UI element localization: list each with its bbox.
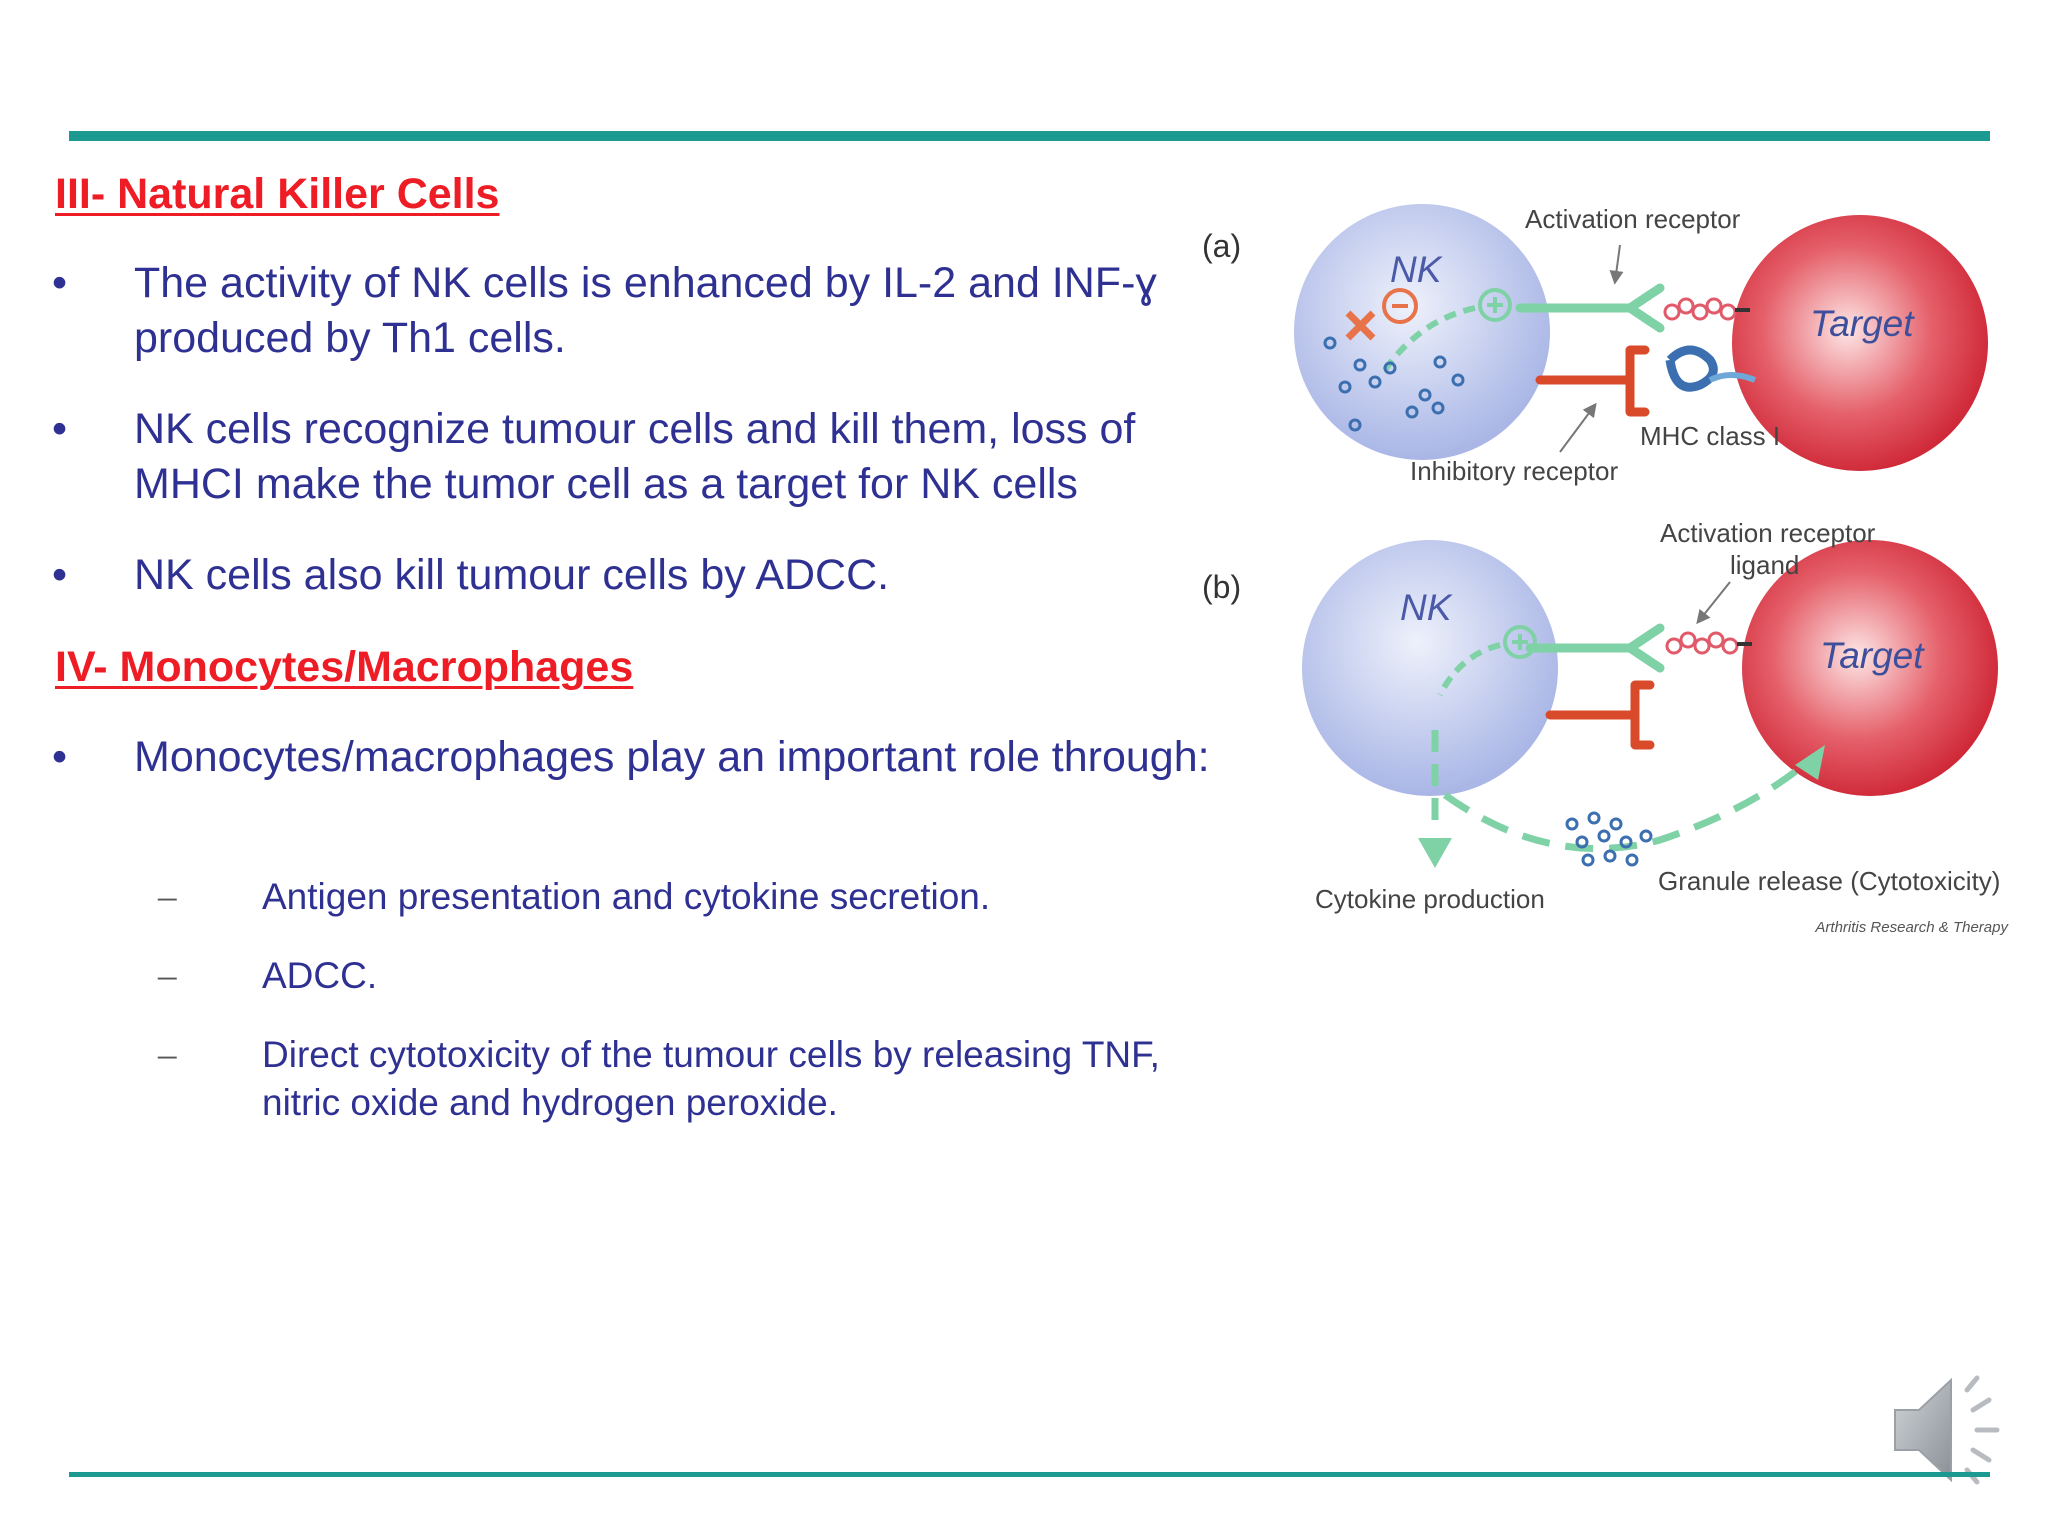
dash-glyph: – [158,1034,177,1075]
panel-b-target-cell [1742,540,1998,796]
granule-path [1442,757,1813,852]
panel-b-activation-receptor-shape [1525,623,1752,673]
plus-sign-icon [1503,625,1537,659]
nk-cell-diagram: (a) NK Target Activation receptor Inhibi… [1202,204,2009,936]
figure-credit: Arthritis Research & Therapy [1814,919,2009,936]
block-cross [1345,310,1376,341]
speaker-icon[interactable] [1885,1370,2015,1490]
section-heading-nk: III- Natural Killer Cells [55,170,500,218]
panel-a-inhibitory-receptor-shape [1535,345,1757,417]
dash-glyph: – [158,876,177,917]
panel-b-target-label: Target [1820,635,1925,676]
plus-sign-icon [1478,288,1512,322]
panel-a-target-label: Target [1810,303,1915,344]
panel-a-target-cell [1732,215,1988,471]
panel-b-nk-cell [1302,540,1558,796]
granule-arrow-head [1795,745,1825,780]
panel-b-nk-label: NK [1400,587,1454,628]
panel-b-activation-ligand-label-line1: Activation receptor [1660,518,1876,548]
panel-a-activation-arrow [1382,305,1476,372]
panel-b-inhibitory-receptor-shape [1545,680,1655,750]
bullet-glyph: • [52,551,68,599]
top-rule [69,131,1990,141]
panel-a-nk-cell [1294,204,1550,460]
dash-glyph: – [158,955,177,996]
section-heading-monocytes: IV- Monocytes/Macrophages [55,643,634,691]
panel-a-activation-label: Activation receptor [1525,204,1741,234]
panel-a-granules [1323,336,1465,432]
minus-sign-icon [1382,288,1418,324]
sub-item-text: Direct cytotoxicity of the tumour cells … [262,1034,1160,1123]
cytokine-label: Cytokine production [1315,884,1545,914]
panel-a-activation-receptor-shape [1515,283,1750,333]
panel-b-activation-arrow [1437,642,1501,697]
bullet-glyph: • [52,405,68,453]
bullet-text: NK cells also kill tumour cells by ADCC. [134,551,890,599]
granule-label: Granule release (Cytotoxicity) [1658,866,2000,896]
panel-a-label: (a) [1202,228,1241,264]
panel-b-granules [1565,811,1653,867]
bullet-glyph: • [52,259,68,307]
cytokine-arrow-head [1418,838,1452,868]
panel-a-mhc-label: MHC class I [1640,421,1780,451]
bullet-text: NK cells recognize tumour cells and kill… [134,405,1136,508]
panel-b-activation-ligand-label-line2: ligand [1730,550,1799,580]
bullet-glyph: • [52,733,68,781]
panel-b-label: (b) [1202,569,1241,605]
bullet-text: The activity of NK cells is enhanced by … [134,259,1157,362]
panel-a-inhibitory-label: Inhibitory receptor [1410,456,1618,486]
sub-item-text: ADCC. [262,955,378,996]
panel-a-nk-label: NK [1390,249,1444,290]
sub-item-text: Antigen presentation and cytokine secret… [262,876,991,917]
bullet-text: Monocytes/macrophages play an important … [134,733,1210,781]
bottom-rule [69,1472,1990,1477]
